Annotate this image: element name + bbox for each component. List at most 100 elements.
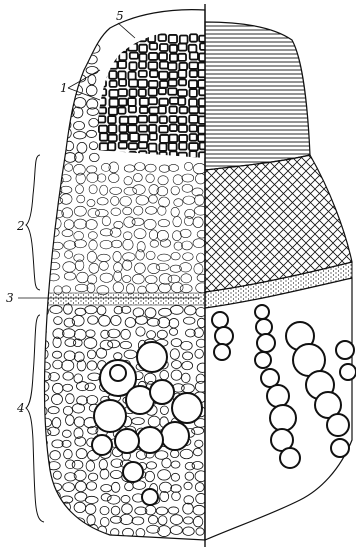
parenchyma-cell: [49, 75, 58, 83]
parenchyma-cell: [41, 527, 50, 536]
parenchyma-cell: [76, 8, 86, 16]
sclerenchyma-cell: [189, 62, 197, 69]
parenchyma-cell: [61, 42, 73, 50]
sclerenchyma-cell: [169, 135, 177, 142]
sclerenchyma-cell: [98, 116, 105, 122]
sclerenchyma-cell: [190, 71, 198, 78]
sclerenchyma-cell: [109, 99, 118, 107]
label-3: 3: [6, 291, 14, 305]
parenchyma-cell: [52, 516, 64, 524]
sclerenchyma-cell: [169, 72, 177, 79]
parenchyma-cell: [52, 527, 62, 537]
sclerenchyma-cell: [169, 106, 177, 113]
parenchyma-cell: [62, 21, 73, 29]
sclerenchyma-cell: [129, 80, 138, 87]
sclerenchyma-cell: [178, 70, 186, 78]
sclerenchyma-cell: [189, 99, 197, 106]
label-5: 5: [116, 9, 124, 23]
cambium-band: [40, 293, 205, 305]
sclerenchyma-cell: [140, 98, 149, 106]
sclerenchyma-cell: [108, 116, 116, 123]
sclerenchyma-cell: [159, 99, 168, 106]
parenchyma-cell: [39, 30, 47, 41]
sclerenchyma-cell: [168, 80, 176, 86]
parenchyma-cell: [38, 282, 49, 292]
sclerenchyma-cell: [179, 63, 187, 70]
sclerenchyma-cell: [139, 45, 147, 53]
xylem-vessel: [267, 385, 289, 407]
parenchyma-cell: [38, 230, 50, 238]
sclerenchyma-cell: [160, 116, 167, 123]
sclerenchyma-cell: [138, 116, 147, 123]
label-4: 4: [16, 401, 25, 415]
sclerenchyma-cell: [118, 107, 125, 113]
sclerenchyma-cell: [129, 143, 138, 149]
parenchyma-cell: [62, 100, 74, 109]
xylem-vessel: [270, 405, 296, 431]
label-1: 1: [60, 81, 68, 95]
xylem-vessel: [215, 327, 233, 345]
parenchyma-cell: [40, 506, 51, 513]
sclerenchyma-cell: [128, 72, 135, 80]
parenchyma-cell: [64, 529, 72, 537]
sclerenchyma-cell: [119, 99, 127, 106]
sclerenchyma-cell: [150, 70, 158, 77]
sclerenchyma-cell: [139, 142, 147, 148]
sclerenchyma-cell: [118, 71, 125, 79]
brackets: [26, 155, 44, 522]
sclerenchyma-cell: [178, 44, 186, 51]
sclerenchyma-cell: [139, 134, 148, 142]
xylem-vessel: [115, 429, 139, 453]
sclerenchyma-cell: [160, 44, 168, 51]
xylem-vessel: [214, 344, 230, 360]
sclerenchyma-cell: [149, 125, 156, 132]
parenchyma-cell: [73, 31, 83, 38]
xylem-vessel: [137, 427, 163, 453]
parenchyma-cell: [51, 44, 61, 53]
parenchyma-cell: [36, 172, 48, 183]
xylem-vessel: [123, 462, 143, 482]
xylem-vessel: [336, 341, 354, 359]
sclerenchyma-cell: [190, 52, 198, 59]
sclerenchyma-cell: [160, 81, 168, 88]
xylem-vessel: [142, 489, 158, 505]
parenchyma-cell: [49, 53, 60, 63]
sclerenchyma-cell: [130, 53, 138, 59]
parenchyma-cell: [39, 219, 47, 226]
sclerenchyma-cell: [149, 98, 157, 105]
sclerenchyma-cell: [170, 125, 177, 132]
sclerenchyma-cell: [98, 107, 106, 113]
parenchyma-cell: [41, 206, 51, 214]
sclerenchyma-cell: [119, 142, 127, 148]
sclerenchyma-cell: [150, 133, 157, 140]
sclerenchyma-cell: [158, 34, 166, 41]
parenchyma-cell: [42, 131, 50, 139]
sclerenchyma-cell: [139, 125, 147, 131]
sclerenchyma-cell: [189, 80, 197, 88]
parenchyma-cell: [48, 63, 60, 73]
sclerenchyma-cell: [150, 43, 158, 49]
sclerenchyma-cell: [100, 143, 108, 151]
parenchyma-cell: [48, 21, 61, 29]
sclerenchyma-cell: [109, 107, 117, 114]
sclerenchyma-cell: [189, 125, 196, 132]
sclerenchyma-cell: [178, 117, 186, 124]
sclerenchyma-cell: [159, 53, 167, 60]
parenchyma-cell: [75, 526, 85, 535]
parenchyma-cell: [52, 164, 63, 173]
sclerenchyma-cell: [120, 134, 128, 141]
sclerenchyma-cell: [190, 151, 197, 158]
parenchyma-cell: [37, 239, 48, 249]
sclerenchyma-cell: [159, 106, 166, 113]
parenchyma-cell: [84, 31, 95, 41]
parenchyma-cell: [76, 52, 84, 63]
parenchyma-cell: [50, 153, 60, 161]
parenchyma-cell: [48, 505, 61, 514]
xylem-vessel: [150, 380, 174, 404]
sclerenchyma-cell: [180, 35, 188, 43]
parenchyma-cell: [64, 9, 73, 19]
sclerenchyma-cell: [149, 81, 158, 87]
parenchyma-cell: [37, 152, 48, 163]
sclerenchyma-cell: [180, 107, 188, 113]
sclerenchyma-cell: [169, 143, 177, 150]
